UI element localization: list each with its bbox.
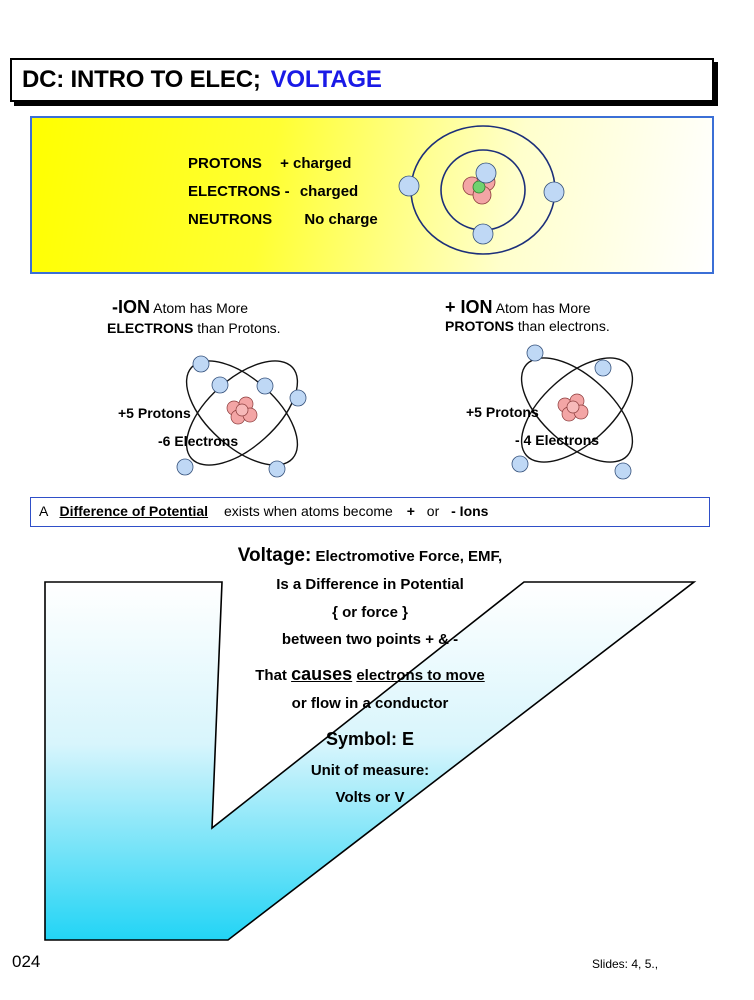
neutrons-label: NEUTRONS (188, 211, 273, 228)
negative-ion-line2: ELECTRONS than Protons. (107, 320, 281, 336)
negative-ion-electrons: ELECTRONS (107, 320, 194, 336)
voltage-causes: causes (291, 664, 353, 684)
negative-ion-electrons-label: -6 Electrons (158, 433, 239, 449)
positive-ion-line1: + ION Atom has More (445, 297, 591, 318)
voltage-line4-pre: That (255, 667, 287, 684)
voltage-line4-post: electrons to move (356, 667, 485, 684)
positive-ion-desc1: Atom has More (495, 300, 591, 316)
voltage-heading-term: Voltage: (237, 545, 312, 566)
protons-label: PROTONS (188, 155, 262, 172)
page-number: 024 (12, 952, 41, 971)
negative-ion-atom-icon (176, 355, 307, 478)
neutrons-line: NEUTRONS No charge (188, 211, 378, 228)
diff-prefix: A (39, 503, 48, 519)
charges-panel (30, 116, 714, 274)
protons-value: + charged (280, 155, 352, 172)
voltage-unit-value: Volts or V (335, 789, 405, 806)
diff-term: Difference of Potential (59, 503, 209, 519)
negative-ion-desc2: than Protons. (197, 320, 281, 336)
voltage-unit-label: Unit of measure: (310, 762, 430, 779)
diff-minus-ions: - Ions (451, 503, 489, 519)
electrons-label: ELECTRONS - (188, 183, 290, 200)
voltage-heading-rest: Electromotive Force, EMF, (315, 548, 503, 565)
difference-of-potential-text: A Difference of Potential exists when at… (39, 503, 488, 519)
diff-or: or (426, 503, 440, 519)
diff-plus: + (406, 503, 415, 519)
negative-ion-title: -ION (112, 297, 150, 317)
neutrons-value: No charge (304, 211, 378, 228)
voltage-line1: Is a Difference in Potential (276, 576, 464, 593)
negative-ion-protons-label: +5 Protons (118, 405, 191, 421)
positive-ion-electrons-label: - 4 Electrons (515, 432, 600, 448)
voltage-heading: Voltage: Electromotive Force, EMF, (190, 545, 550, 567)
voltage-line4: That causes electrons to move (190, 664, 550, 685)
protons-line: PROTONS + charged (188, 155, 351, 172)
voltage-line5: or flow in a conductor (291, 695, 449, 712)
positive-ion-protons-label: +5 Protons (466, 404, 539, 420)
negative-ion-desc1: Atom has More (153, 300, 249, 316)
electrons-value: charged (299, 183, 359, 200)
difference-of-potential-box: A Difference of Potential exists when at… (30, 497, 710, 527)
positive-ion-atom-icon (511, 344, 634, 480)
title-main: DC: INTRO TO ELEC; (22, 66, 261, 93)
title-box: DC: INTRO TO ELEC; VOLTAGE (10, 58, 714, 102)
diff-middle: exists when atoms become (223, 503, 393, 519)
voltage-line3: between two points + & - (281, 631, 459, 648)
voltage-line2: { or force } (332, 604, 408, 621)
page-title: DC: INTRO TO ELEC; VOLTAGE (22, 66, 382, 94)
voltage-symbol: Symbol: E (325, 729, 414, 749)
bohr-atom-icon (398, 125, 565, 255)
positive-ion-line2: PROTONS than electrons. (445, 318, 610, 334)
negative-ion-line1: -ION Atom has More (112, 297, 248, 318)
positive-ion-title: + ION (445, 297, 493, 317)
title-accent: VOLTAGE (270, 66, 382, 93)
slides-reference: Slides: 4, 5., (592, 957, 659, 971)
positive-ion-desc2: than electrons. (517, 318, 610, 334)
electrons-line: ELECTRONS - charged (188, 183, 358, 200)
positive-ion-protons: PROTONS (445, 318, 514, 334)
